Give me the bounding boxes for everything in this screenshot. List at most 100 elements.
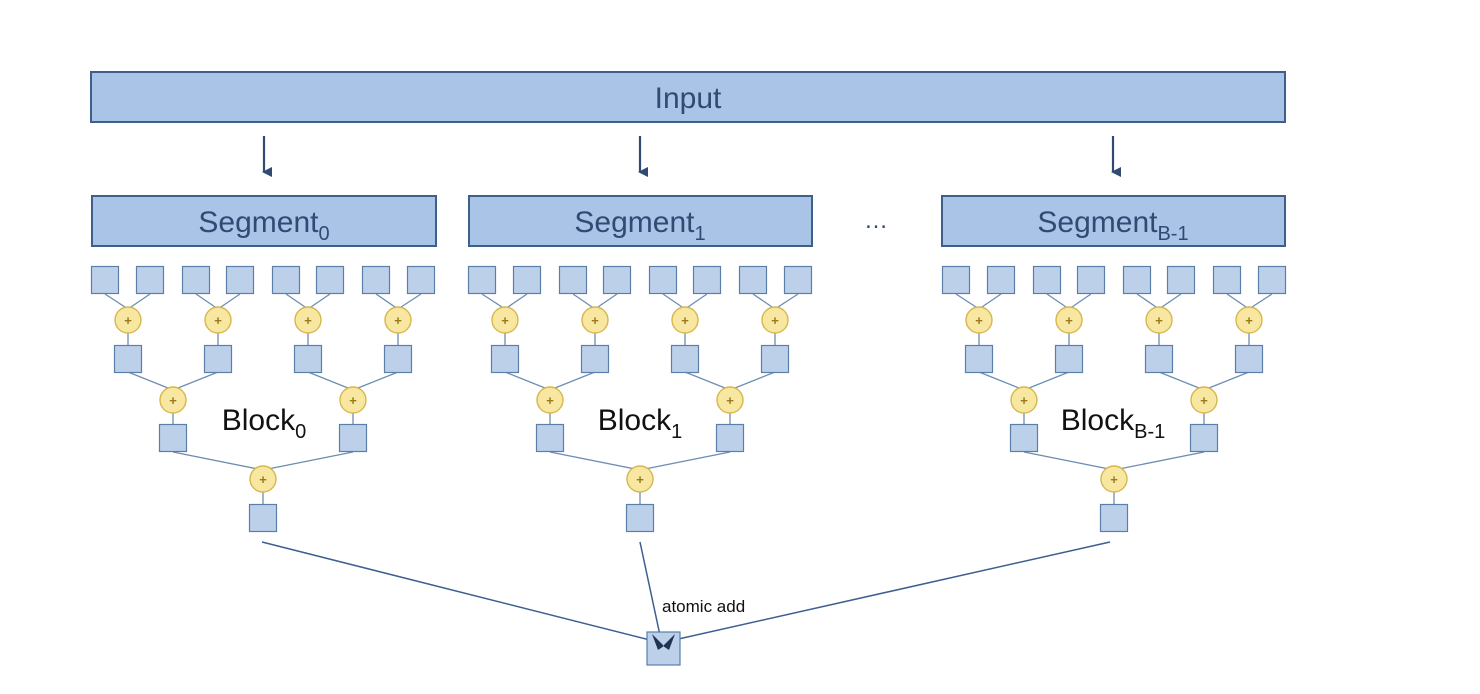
tree-2-leaf-cell — [1032, 265, 1062, 295]
edge-leaf-to-adder — [1248, 293, 1273, 310]
tree-1-adder — [581, 306, 609, 334]
edge-cell-to-root-adder — [1023, 451, 1115, 471]
edge-leaf-to-adder — [504, 293, 528, 310]
segment-label-1: Segment1 — [574, 206, 705, 245]
tree-1-partial-cell — [715, 423, 745, 453]
tree-2-leaf-cell — [1257, 265, 1287, 295]
tree-0-adder-symbol: + — [349, 393, 357, 408]
tree-0-partial-cell — [113, 344, 143, 374]
tree-0-adder-symbol: + — [124, 313, 132, 328]
tree-2-adder — [1145, 306, 1173, 334]
tree-0-root-adder — [249, 465, 277, 493]
edge-cell-to-root-adder — [172, 451, 264, 471]
tree-2-adder-symbol: + — [1065, 313, 1073, 328]
tree-2-adder — [1010, 386, 1038, 414]
edge-cell-to-adder — [1023, 371, 1070, 391]
tree-1-partial-cell — [760, 344, 790, 374]
tree-1-adder-symbol: + — [681, 313, 689, 328]
edge-cell-to-adder — [729, 371, 776, 391]
tree-0-leaf-cell — [135, 265, 165, 295]
tree-1-leaf-cell — [602, 265, 632, 295]
edge-leaf-to-adder — [375, 293, 399, 310]
segment-label-0: Segment0 — [198, 206, 329, 245]
ellipsis: … — [864, 207, 888, 234]
edge-cell-to-adder — [1203, 371, 1250, 391]
segment-box-1 — [468, 195, 813, 247]
tree-0-adder — [204, 306, 232, 334]
reduce-line-1 — [639, 541, 662, 641]
reduce-line-2 — [673, 541, 1111, 641]
edge-leaf-to-adder — [684, 293, 708, 310]
tree-2-adder — [1055, 306, 1083, 334]
input-label: Input — [655, 82, 722, 115]
edge-leaf-to-adder — [1158, 293, 1182, 310]
segment-box-0 — [91, 195, 437, 247]
reduce-line-0 — [261, 541, 651, 641]
tree-2-adder-symbol: + — [1155, 313, 1163, 328]
edge-leaf-to-adder — [774, 293, 799, 310]
edge-cell-to-adder — [352, 371, 399, 391]
tree-1-root-adder — [626, 465, 654, 493]
tree-1-adder — [536, 386, 564, 414]
tree-0-leaf-cell — [181, 265, 211, 295]
tree-2-block-result-cell — [1099, 503, 1129, 533]
block-label-1: Block1 — [598, 404, 682, 443]
tree-0-leaf-cell — [361, 265, 391, 295]
tree-2-adder-symbol: + — [1200, 393, 1208, 408]
edge-leaf-to-adder — [752, 293, 776, 310]
edge-cell-to-root-adder — [1113, 451, 1205, 471]
tree-0-adder — [159, 386, 187, 414]
tree-0-adder — [294, 306, 322, 334]
tree-1-leaf-cell — [512, 265, 542, 295]
tree-1-adder-symbol: + — [726, 393, 734, 408]
incoming-arrowheads — [652, 634, 675, 650]
tree-1-adder-symbol: + — [546, 393, 554, 408]
tree-1-partial-cell — [580, 344, 610, 374]
tree-0-leaf-cell — [90, 265, 120, 295]
tree-2-adder-symbol: + — [975, 313, 983, 328]
tree-1-adder-symbol: + — [501, 313, 509, 328]
edge-cell-to-adder — [549, 371, 596, 391]
tree-0-partial-cell — [158, 423, 188, 453]
tree-1-leaf-cell — [558, 265, 588, 295]
edge-leaf-to-adder — [127, 293, 151, 310]
tree-1-partial-cell — [490, 344, 520, 374]
edge-leaf-to-adder — [594, 293, 618, 310]
tree-0-partial-cell — [203, 344, 233, 374]
edge-leaf-to-adder — [481, 293, 506, 310]
input-box — [90, 71, 1286, 123]
edge-leaf-to-adder — [104, 293, 129, 310]
tree-0-leaf-cell — [271, 265, 301, 295]
tree-2-root-adder-symbol: + — [1110, 472, 1118, 487]
tree-0-partial-cell — [338, 423, 368, 453]
tree-2-leaf-cell — [1212, 265, 1242, 295]
tree-2-adder — [1235, 306, 1263, 334]
tree-1-adder — [671, 306, 699, 334]
edge-leaf-to-adder — [955, 293, 980, 310]
edge-leaf-to-adder — [307, 293, 331, 310]
atomic-add-label: atomic add — [662, 597, 745, 616]
tree-2-leaf-cell — [941, 265, 971, 295]
edge-cell-to-adder — [1158, 371, 1205, 391]
result-cell — [646, 631, 681, 666]
edge-cell-to-adder — [684, 371, 731, 391]
tree-1-leaf-cell — [783, 265, 813, 295]
tree-1-adder-symbol: + — [591, 313, 599, 328]
tree-2-partial-cell — [1234, 344, 1264, 374]
tree-2-adder-symbol: + — [1020, 393, 1028, 408]
tree-2-partial-cell — [1189, 423, 1219, 453]
edge-leaf-to-adder — [572, 293, 596, 310]
tree-2-partial-cell — [964, 344, 994, 374]
tree-2-root-adder — [1100, 465, 1128, 493]
tree-0-partial-cell — [293, 344, 323, 374]
tree-1-root-adder-symbol: + — [636, 472, 644, 487]
edge-leaf-to-adder — [397, 293, 422, 310]
tree-2-adder-symbol: + — [1245, 313, 1253, 328]
tree-0-partial-cell — [383, 344, 413, 374]
edge-leaf-to-adder — [662, 293, 686, 310]
tree-2-leaf-cell — [1166, 265, 1196, 295]
tree-0-leaf-cell — [225, 265, 255, 295]
tree-0-root-adder-symbol: + — [259, 472, 267, 487]
edge-cell-to-adder — [172, 371, 219, 391]
